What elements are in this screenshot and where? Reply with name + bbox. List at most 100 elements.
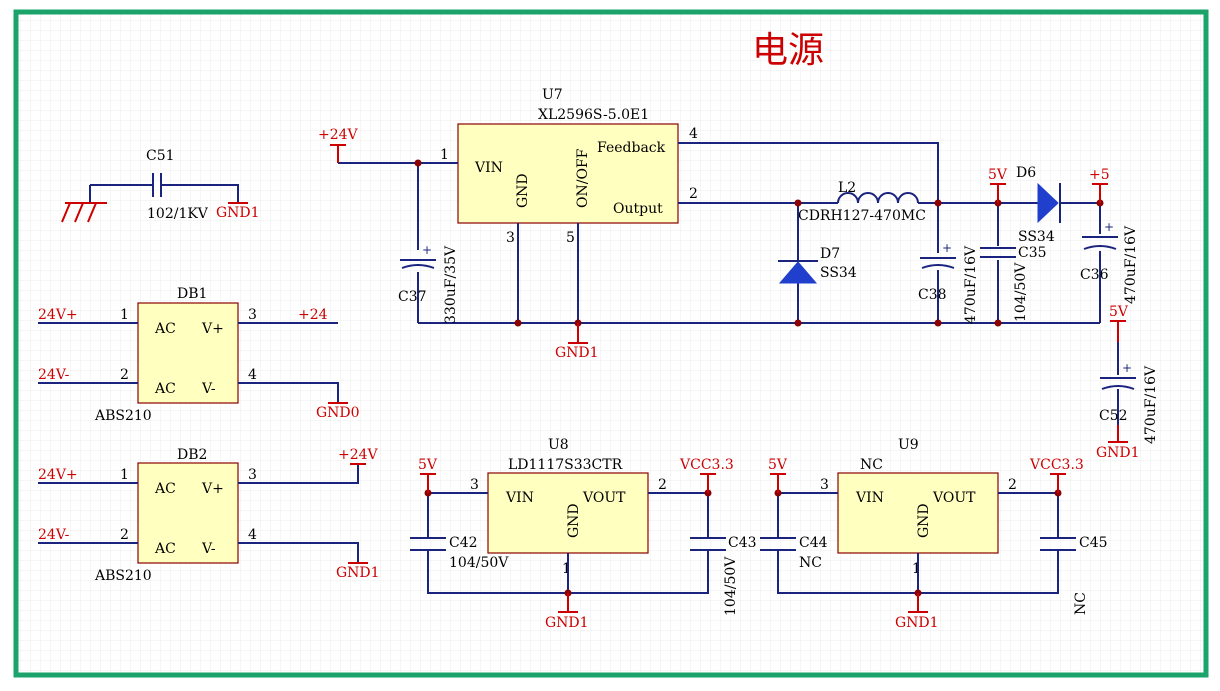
label-u9-pin_vout: VOUT bbox=[932, 490, 976, 506]
label-db1-n3: 3 bbox=[248, 307, 257, 323]
label-u9-net_in: 5V bbox=[768, 457, 788, 473]
label-db1-part: ABS210 bbox=[94, 408, 152, 424]
label-u9-net_gnd: GND1 bbox=[895, 615, 939, 631]
capacitor-c44[interactable]: C44 NC bbox=[760, 535, 828, 571]
label-c38-value: 470uF/16V bbox=[963, 245, 979, 324]
label-l2-designator: L2 bbox=[838, 180, 856, 196]
label-db1-designator: DB1 bbox=[177, 286, 207, 302]
label-c45-value: NC bbox=[1073, 592, 1089, 615]
label-db1-net_out_m: GND0 bbox=[316, 405, 360, 421]
label-db2-n2: 2 bbox=[120, 527, 129, 543]
label-db2-n3: 3 bbox=[248, 467, 257, 483]
u7-wires bbox=[338, 142, 1101, 324]
u7-pin-output: Output bbox=[613, 201, 663, 217]
inductor-l2[interactable]: L2 CDRH127-470MC bbox=[798, 180, 926, 224]
capacitor-c36[interactable]: + C36 470uF/16V bbox=[1080, 220, 1139, 304]
ldo-regulator-u8[interactable]: U8 LD1117S33CTR VIN VOUT GND 1 2 3 5V VC… bbox=[418, 437, 734, 631]
diode-d7[interactable]: D7 SS34 bbox=[778, 246, 857, 284]
label-c52-net_bottom: GND1 bbox=[1096, 445, 1140, 461]
label-c45-designator: C45 bbox=[1079, 535, 1108, 551]
u7-junctions bbox=[414, 159, 1104, 327]
label-net_5v_out: 5V bbox=[988, 167, 1008, 183]
capacitor-c42[interactable]: C42 104/50V bbox=[410, 535, 509, 571]
label-c44-designator: C44 bbox=[799, 535, 828, 551]
label-u8-net_gnd: GND1 bbox=[545, 615, 589, 631]
label-u8-part: LD1117S33CTR bbox=[508, 457, 623, 473]
label-net_plus5: +5 bbox=[1089, 167, 1110, 183]
u7-pin-onoff: ON/OFF bbox=[575, 148, 591, 208]
capacitor-c45[interactable]: C45 NC bbox=[1040, 535, 1108, 615]
label-db2-net_in2: 24V- bbox=[38, 527, 70, 543]
label-c37-designator: C37 bbox=[398, 289, 427, 305]
power-port-plus5: +5 bbox=[1089, 167, 1110, 203]
label-db2-part: ABS210 bbox=[94, 568, 152, 584]
label-c42-value: 104/50V bbox=[449, 555, 509, 571]
label-db2-n4: 4 bbox=[248, 527, 257, 543]
label-u8-designator: U8 bbox=[548, 437, 569, 453]
diode-d6[interactable]: D6 SS34 bbox=[1016, 165, 1061, 245]
u7-pin-num-2: 2 bbox=[689, 186, 698, 202]
label-c35-value: 104/50V bbox=[1013, 262, 1029, 322]
label-u9-n3: 3 bbox=[820, 477, 829, 493]
label-u8-net_in: 5V bbox=[418, 457, 438, 473]
u7-pin-vin: VIN bbox=[474, 160, 503, 176]
capacitor-c37[interactable]: + C37 330uF/35V bbox=[398, 243, 459, 324]
svg-text:+: + bbox=[942, 241, 952, 255]
label-gnd_u7: GND1 bbox=[555, 345, 599, 361]
u7-pin-num-1: 1 bbox=[440, 147, 449, 163]
label-u8-pin_vin: VIN bbox=[505, 490, 534, 506]
label-db1-pin_ac1: AC bbox=[154, 321, 176, 337]
label-db1-n4: 4 bbox=[248, 367, 257, 383]
capacitor-c43[interactable]: C43 104/50V bbox=[690, 535, 757, 616]
label-d6-designator: D6 bbox=[1016, 165, 1036, 181]
label-u9-n2: 2 bbox=[1008, 477, 1017, 493]
u7-pin-gnd: GND bbox=[515, 173, 531, 208]
power-port-5v-out: 5V bbox=[988, 167, 1008, 203]
label-c43-value: 104/50V bbox=[723, 556, 739, 616]
label-c38-designator: C38 bbox=[918, 287, 947, 303]
label-db2-net_in1: 24V+ bbox=[38, 467, 78, 483]
capacitor-c38[interactable]: + C38 470uF/16V bbox=[918, 241, 979, 324]
label-u9-pin_gnd: GND bbox=[916, 503, 932, 538]
page-title: 电源 bbox=[752, 30, 824, 71]
label-db1-pin_vm: V- bbox=[201, 381, 216, 397]
label-db2-pin_ac1: AC bbox=[154, 481, 176, 497]
label-u8-pin_gnd: GND bbox=[566, 503, 582, 538]
label-c51-net: GND1 bbox=[216, 205, 260, 221]
bridge-rectifier-db2[interactable]: DB2 ABS210 AC AC V+ V- 1 2 3 4 24V+ 24V-… bbox=[38, 447, 380, 584]
label-u9-n1: 1 bbox=[912, 561, 921, 577]
u7-pin-num-3: 3 bbox=[506, 230, 515, 246]
label-db2-net_out_p: +24V bbox=[338, 447, 379, 463]
label-l2-value: CDRH127-470MC bbox=[798, 208, 926, 224]
label-db2-pin_vm: V- bbox=[201, 541, 216, 557]
bridge-rectifier-db1[interactable]: DB1 ABS210 AC AC V+ V- 1 2 3 4 24V+ 24V-… bbox=[38, 286, 360, 424]
capacitor-c35[interactable]: C35 104/50V bbox=[980, 245, 1047, 322]
label-u9-part: NC bbox=[860, 457, 883, 473]
label-db1-n2: 2 bbox=[120, 367, 129, 383]
sheet-border bbox=[13, 9, 1209, 678]
u7-designator: U7 bbox=[542, 87, 563, 103]
label-db1-net_in1: 24V+ bbox=[38, 307, 78, 323]
capacitor-c52[interactable]: 5V + C52 470uF/16V GND1 bbox=[1096, 304, 1159, 461]
label-db1-n1: 1 bbox=[120, 307, 129, 323]
label-u8-n2: 2 bbox=[658, 477, 667, 493]
label-c37-value: 330uF/35V bbox=[443, 245, 459, 324]
label-c52-net_top: 5V bbox=[1109, 304, 1129, 320]
svg-text:+: + bbox=[422, 243, 432, 257]
u7-regulator[interactable]: U7 XL2596S-5.0E1 VIN Feedback Output GND… bbox=[440, 87, 698, 246]
label-u8-net_out: VCC3.3 bbox=[679, 457, 734, 473]
label-c51-designator: C51 bbox=[146, 148, 175, 164]
label-c36-designator: C36 bbox=[1080, 267, 1109, 283]
label-c35-designator: C35 bbox=[1018, 245, 1047, 261]
ldo-regulator-u9[interactable]: U9 NC VIN VOUT GND 1 2 3 5V VCC3.3 GND1 bbox=[768, 437, 1084, 631]
svg-text:+: + bbox=[1122, 361, 1132, 375]
capacitor-c51[interactable]: C51 102/1KV GND1 bbox=[61, 148, 260, 223]
u7-part: XL2596S-5.0E1 bbox=[538, 107, 649, 123]
label-c44-value: NC bbox=[799, 555, 822, 571]
label-d7-value: SS34 bbox=[820, 265, 857, 281]
label-u9-pin_vin: VIN bbox=[855, 490, 884, 506]
u7-pin-feedback: Feedback bbox=[597, 140, 666, 156]
label-c36-value: 470uF/16V bbox=[1123, 225, 1139, 304]
label-c42-designator: C42 bbox=[449, 535, 478, 551]
